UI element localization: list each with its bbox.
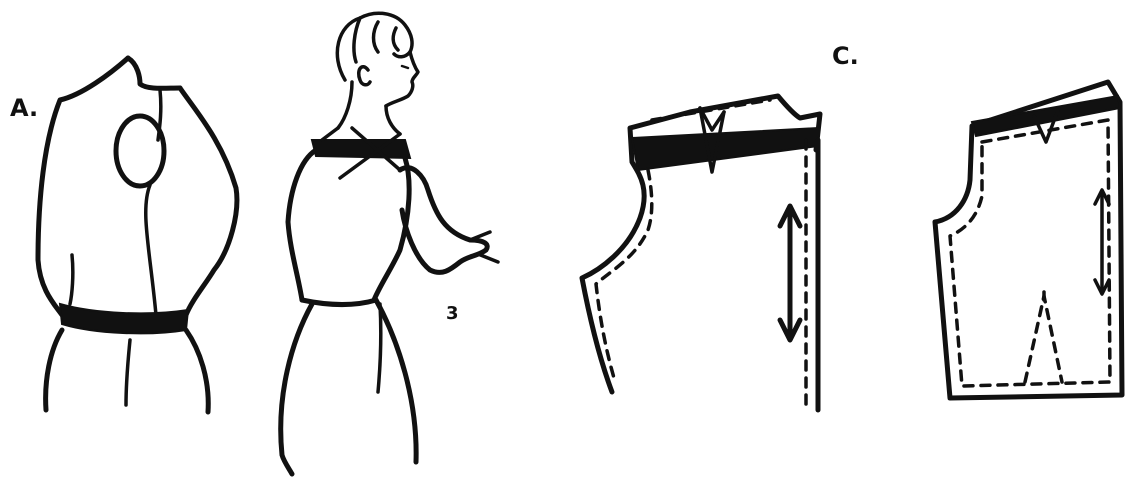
dress-form-outline-right — [180, 88, 237, 315]
woman-shoulder-band — [312, 140, 410, 158]
dress-form-side-line — [70, 255, 73, 304]
figure-label-3: 3 — [446, 305, 459, 323]
woman-hair — [337, 13, 412, 80]
woman-skirt-seam — [378, 304, 381, 392]
woman-back-left — [288, 150, 316, 300]
dress-form-hip-right — [186, 330, 208, 412]
dress-form-center-line — [126, 340, 130, 405]
dress-form-waistband — [60, 304, 188, 333]
woman-figure — [281, 13, 498, 474]
woman-skirt-left — [281, 304, 312, 474]
woman-arm — [400, 168, 487, 273]
pattern-right-seam-dash — [950, 120, 1110, 386]
dress-form-outline-left — [38, 58, 128, 315]
figure-label-a: A. — [10, 96, 38, 120]
woman-ear — [359, 67, 370, 85]
pattern-right-waist-dart — [1025, 296, 1062, 382]
dress-form-armhole — [116, 116, 164, 186]
pattern-piece-left — [582, 96, 820, 410]
dress-form-hip-left — [46, 330, 62, 410]
woman-eye — [402, 66, 408, 68]
dress-form-figure — [38, 58, 237, 412]
woman-neck — [338, 82, 400, 134]
pattern-piece-right — [935, 82, 1122, 398]
grainline-arrow-right — [1095, 190, 1109, 294]
pattern-left-band — [632, 128, 818, 170]
figure-label-c: C. — [832, 44, 859, 68]
grainline-arrow-left — [780, 206, 800, 340]
pattern-right-outline — [935, 82, 1122, 398]
woman-face — [386, 52, 418, 106]
dress-form-neck — [128, 58, 180, 88]
